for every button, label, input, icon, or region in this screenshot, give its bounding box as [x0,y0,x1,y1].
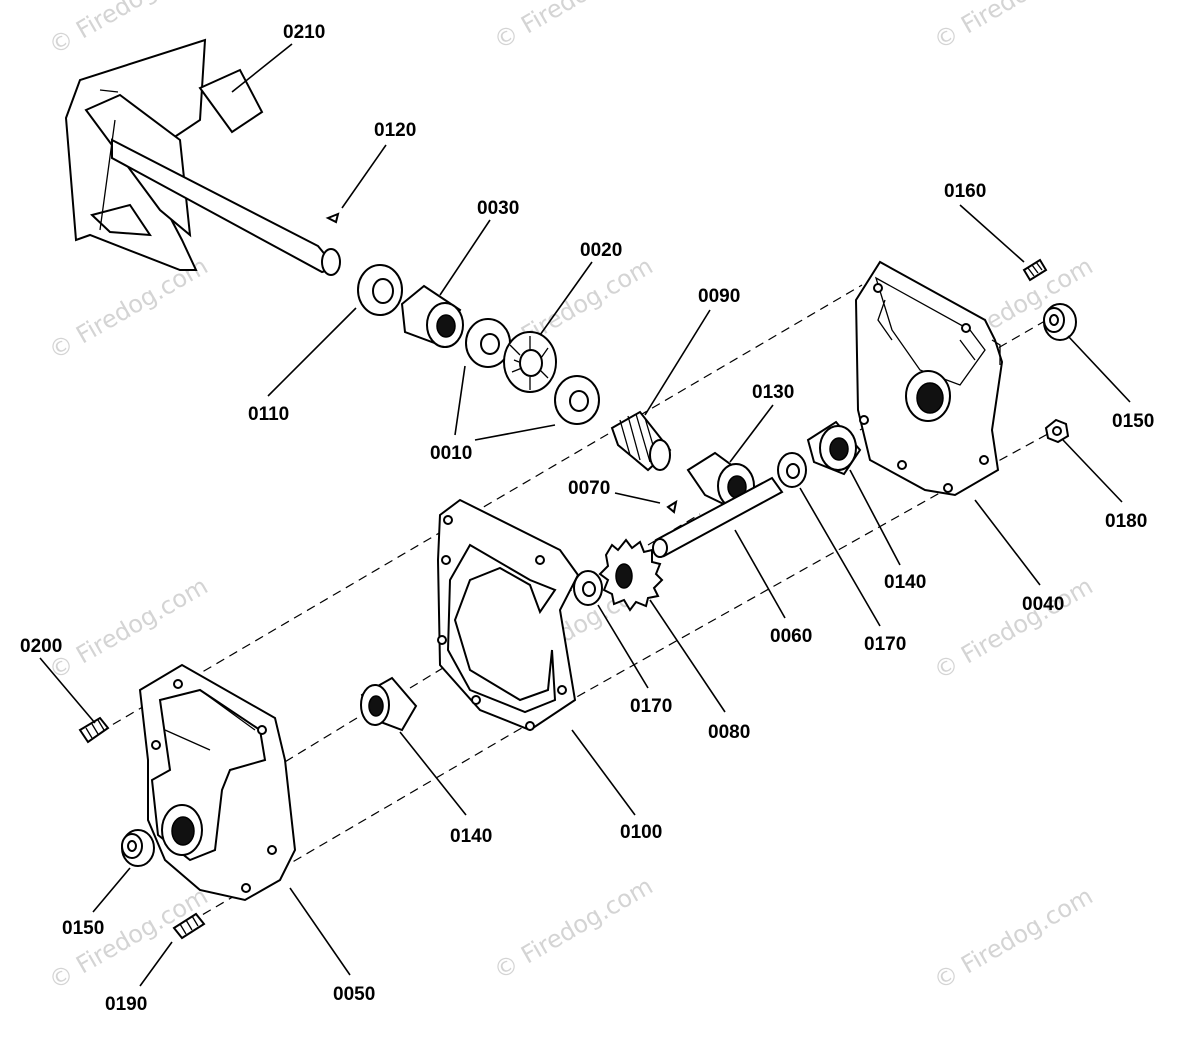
gasket-part-0100 [436,498,580,732]
bearing-part-0140-right [806,420,862,476]
label-0130: 0130 [752,382,794,403]
washer-part-0170-left [573,570,603,606]
watermark: © Firedog.com [489,0,658,55]
label-0070: 0070 [568,478,610,499]
label-0150-right: 0150 [1112,411,1154,432]
watermark: © Firedog.com [929,882,1098,995]
spacer-part-0150-right [1043,303,1077,341]
shaft-part-0060 [652,476,784,558]
bushing-part-0030 [400,284,464,348]
label-0060: 0060 [770,626,812,647]
leader-lines [39,43,1131,987]
label-0210: 0210 [283,22,325,43]
spacer-part-0150-left [121,829,155,867]
gear-housing-part-0040 [854,260,1004,497]
thrust-bearing-part-0020 [503,331,557,393]
auger-part-0210 [64,38,341,276]
label-0030: 0030 [477,198,519,219]
label-0080: 0080 [708,722,750,743]
label-0180: 0180 [1105,511,1147,532]
bolt-part-0190 [172,912,206,940]
bearing-part-0140-left [360,676,418,732]
label-0170-right: 0170 [864,634,906,655]
label-0010: 0010 [430,443,472,464]
label-0140-left: 0140 [450,826,492,847]
bolt-part-0160 [1022,258,1048,282]
worm-gear-part-0090 [610,410,672,472]
nut-part-0180 [1044,418,1070,444]
label-0100: 0100 [620,822,662,843]
label-0170-left: 0170 [630,696,672,717]
label-0190: 0190 [105,994,147,1015]
label-0050: 0050 [333,984,375,1005]
watermark: © Firedog.com [489,872,658,985]
label-0200: 0200 [20,636,62,657]
key-part-0070 [666,499,678,514]
watermark: © Firedog.com [929,0,1098,55]
label-0020: 0020 [580,240,622,261]
label-0140-right: 0140 [884,572,926,593]
key-part-0120 [325,212,340,224]
washer-part-0170-right [777,452,807,488]
washer-part-0110 [357,264,403,316]
label-0110: 0110 [248,404,289,425]
label-0160: 0160 [944,181,986,202]
spur-gear-part-0080 [598,538,664,612]
gear-housing-part-0050 [138,663,297,902]
watermark: © Firedog.com [929,572,1098,685]
part-labels: 0210 0120 0030 0020 0090 0160 0110 0010 … [20,22,1154,1015]
label-0120: 0120 [374,120,416,141]
label-0090: 0090 [698,286,740,307]
label-0150-left: 0150 [62,918,104,939]
washer-part-0010 [465,318,600,425]
label-0040: 0040 [1022,594,1064,615]
